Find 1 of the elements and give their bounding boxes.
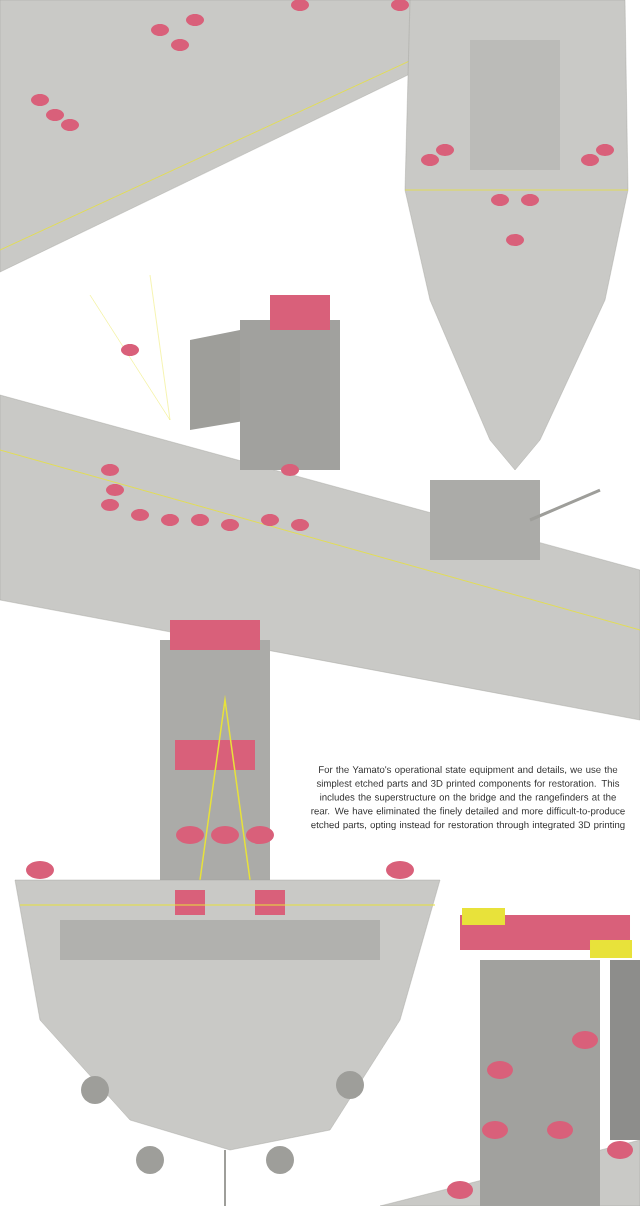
description-paragraph: For the Yamato's operational state equipment and details, we use the simplest etched parts and 3D printed components for restoration. This includes the superstructure on the bridge and the rangefinders at the rear. We have eliminated the finely detailed and more difficult-to-produce etched parts, opting instead for restoration through integrated 3D printing (311, 765, 625, 831)
